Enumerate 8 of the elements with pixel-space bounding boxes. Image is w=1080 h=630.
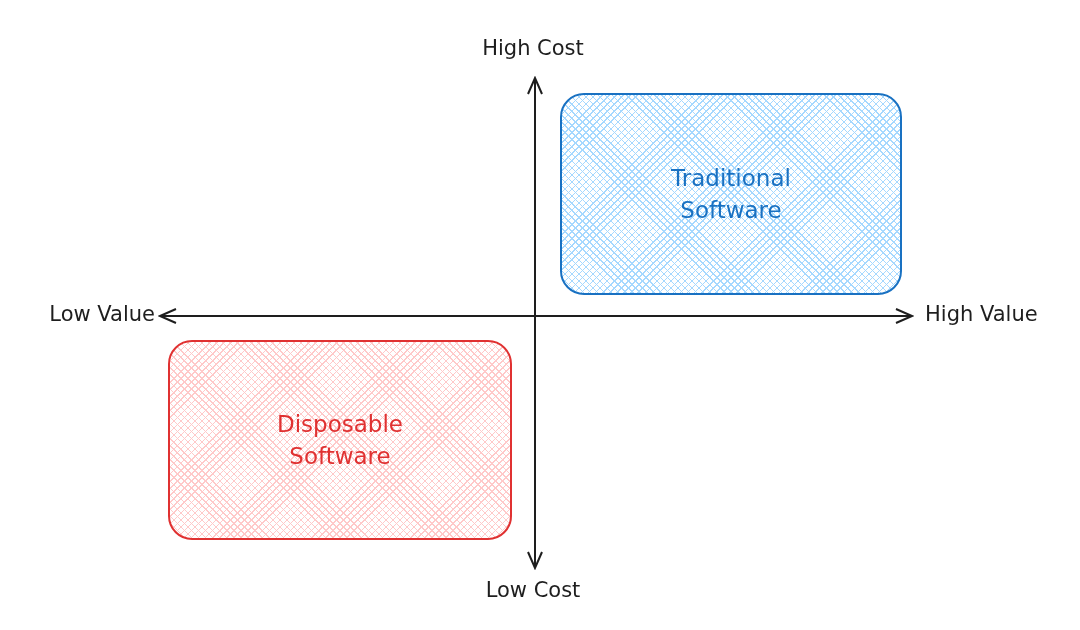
axis-label: Low Value — [49, 302, 155, 326]
axis-label: High Value — [925, 302, 1038, 326]
quadrant-box — [168, 340, 512, 540]
quadrant-box — [560, 93, 902, 295]
quadrant-label: Traditional Software — [670, 163, 792, 225]
quadrant-label: Disposable Software — [276, 409, 404, 471]
axis-label: Low Cost — [485, 578, 581, 602]
axis-label: High Cost — [482, 36, 584, 60]
